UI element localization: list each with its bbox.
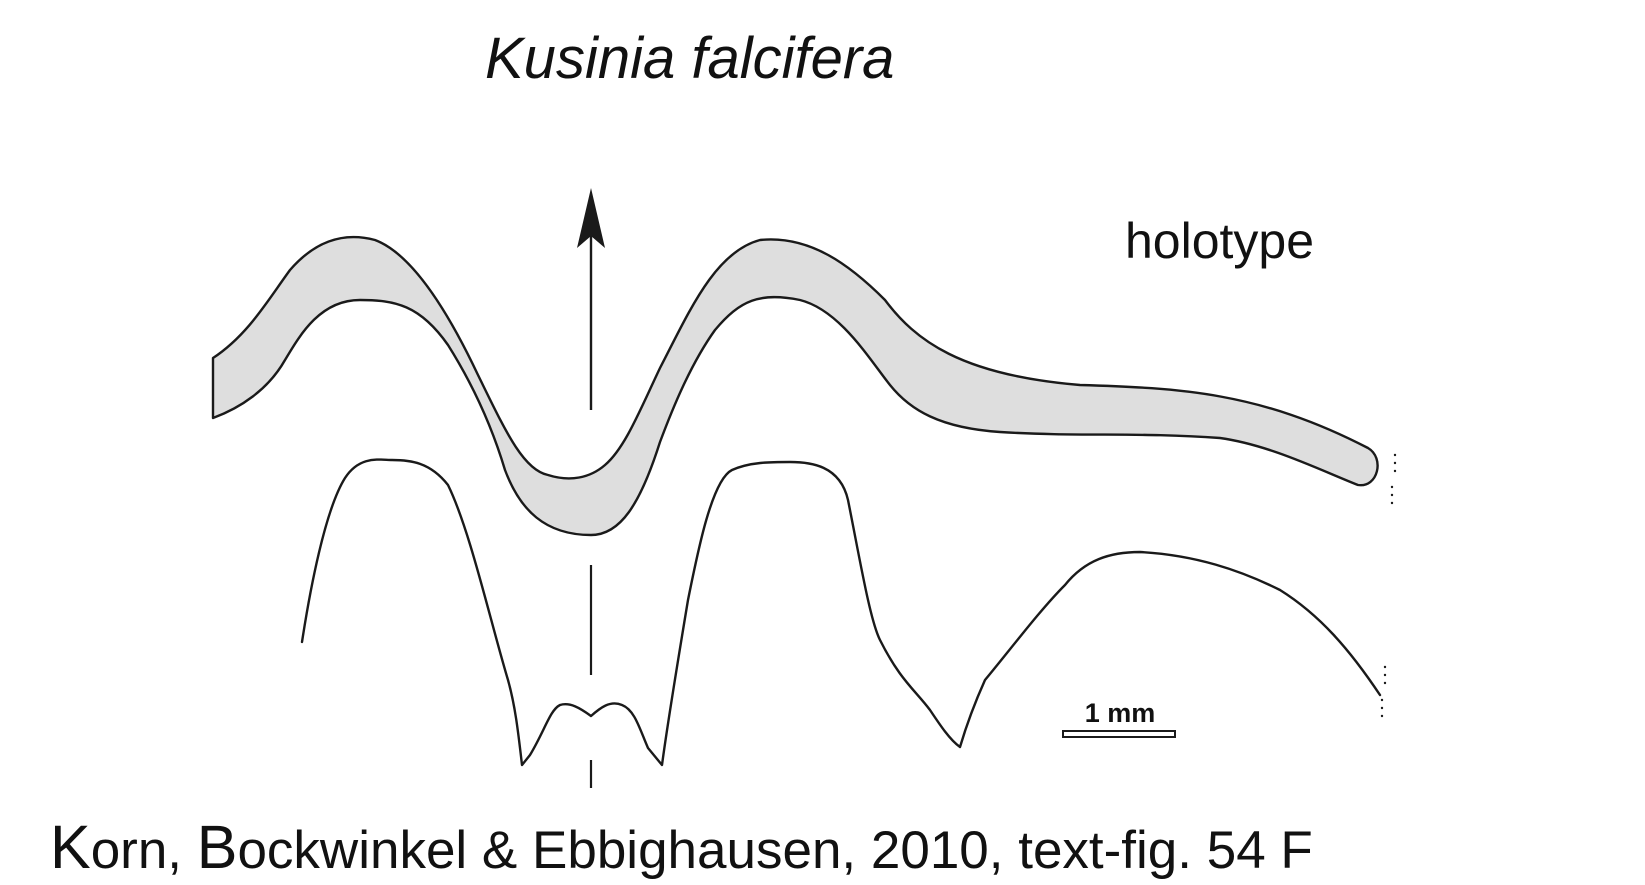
continuation-dots-upper	[1390, 453, 1397, 505]
venter-arrow-icon	[577, 188, 605, 410]
citation-separator: ,	[167, 821, 196, 880]
scale-bar-label: 1 mm	[1085, 698, 1156, 728]
continuation-dots-lower	[1380, 665, 1387, 718]
citation-author1-rest: orn	[91, 821, 168, 880]
species-title: Kusinia falcifera	[485, 26, 894, 91]
citation: Korn, Bockwinkel & Ebbighausen, 2010, te…	[50, 813, 1313, 881]
holotype-label: holotype	[1125, 213, 1314, 269]
scale-bar-rect	[1062, 730, 1176, 738]
scale-bar: 1 mm	[1062, 698, 1176, 738]
citation-author1-initial: K	[50, 813, 91, 881]
citation-author2-rest: ockwinkel & Ebbighausen, 2010, text-fig.…	[237, 821, 1312, 880]
cross-section-band	[211, 235, 1379, 537]
citation-author2-initial: B	[197, 813, 238, 881]
suture-line	[300, 458, 1382, 767]
